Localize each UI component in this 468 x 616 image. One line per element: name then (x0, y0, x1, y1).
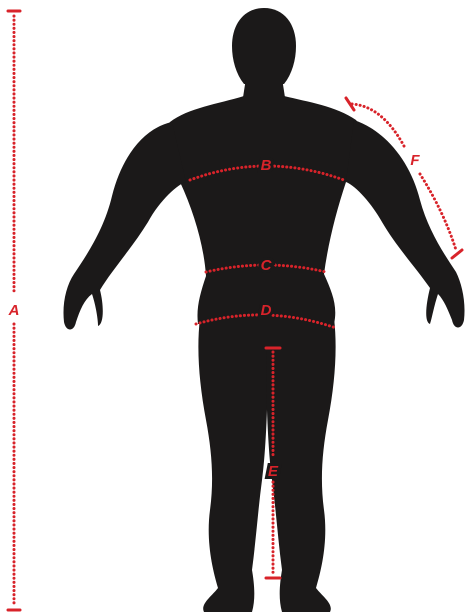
left-arm (63, 122, 186, 330)
measure-a-height: A (8, 11, 20, 610)
measure-d-label: D (261, 302, 272, 319)
measure-f-label: F (410, 152, 420, 169)
measure-f-bottom-cap (452, 250, 462, 258)
head (232, 8, 296, 84)
torso (163, 96, 363, 324)
measure-e-label: E (268, 463, 279, 480)
measure-b-label: B (261, 157, 272, 174)
measure-a-label: A (8, 302, 20, 319)
left-leg (198, 318, 268, 612)
measure-c-label: C (261, 257, 273, 274)
